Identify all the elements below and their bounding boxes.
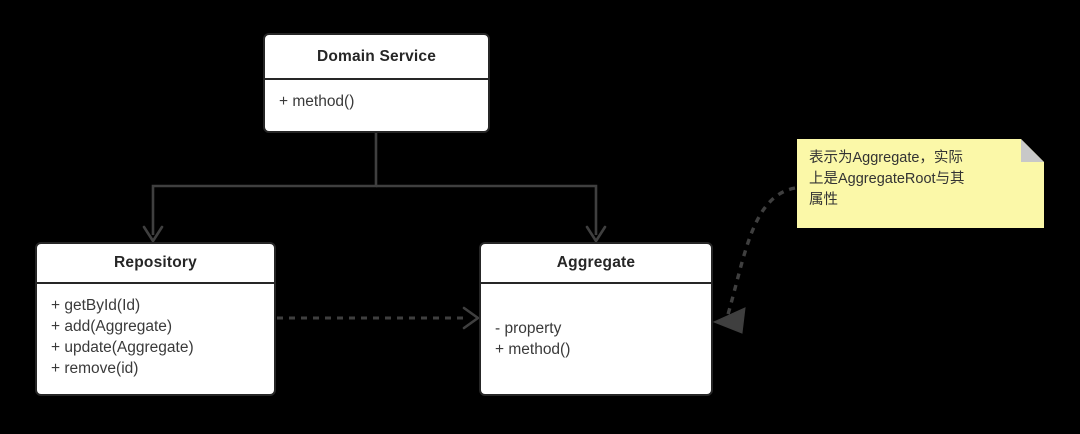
class-members-aggregate: - property + method() [481, 284, 711, 394]
class-member: + method() [279, 93, 355, 110]
note-aggregate[interactable]: 表示为Aggregate，实际 上是AggregateRoot与其 属性 [797, 139, 1044, 228]
note-line: 表示为Aggregate，实际 [809, 150, 963, 166]
class-box-repository[interactable]: Repository + getById(Id) + add(Aggregate… [35, 242, 276, 396]
connector-note-to-aggregate [712, 186, 796, 334]
connector-repository-to-aggregate [277, 306, 480, 330]
class-member: + method() [495, 341, 571, 358]
class-title-aggregate: Aggregate [556, 254, 636, 271]
arrowhead-open-right [462, 306, 480, 330]
class-members-domain-service: + method() [265, 80, 488, 131]
class-members-repository: + getById(Id) + add(Aggregate) + update(… [37, 284, 274, 394]
class-box-domain-service[interactable]: Domain Service + method() [263, 33, 490, 133]
arrowhead-filled-left [712, 307, 746, 334]
note-fold-corner-icon [1021, 139, 1044, 162]
class-member: + getById(Id) [51, 297, 141, 314]
class-member: + remove(id) [51, 360, 139, 377]
class-member: + update(Aggregate) [51, 339, 194, 356]
connector-domain-service-to-aggregate [376, 184, 607, 243]
class-divider [481, 282, 711, 284]
class-divider [37, 282, 274, 284]
class-box-aggregate[interactable]: Aggregate - property + method() [479, 242, 713, 396]
class-member: - property [495, 320, 562, 337]
note-line: 属性 [809, 192, 838, 208]
arrowhead-open-down [585, 225, 607, 243]
note-line: 上是AggregateRoot与其 [809, 171, 965, 187]
class-divider [265, 78, 488, 80]
arrowhead-open-down [142, 225, 164, 243]
class-title-repository: Repository [114, 254, 197, 271]
class-member: + add(Aggregate) [51, 318, 173, 335]
connector-domain-service-to-repository [142, 133, 378, 243]
class-title-domain-service: Domain Service [316, 47, 437, 65]
